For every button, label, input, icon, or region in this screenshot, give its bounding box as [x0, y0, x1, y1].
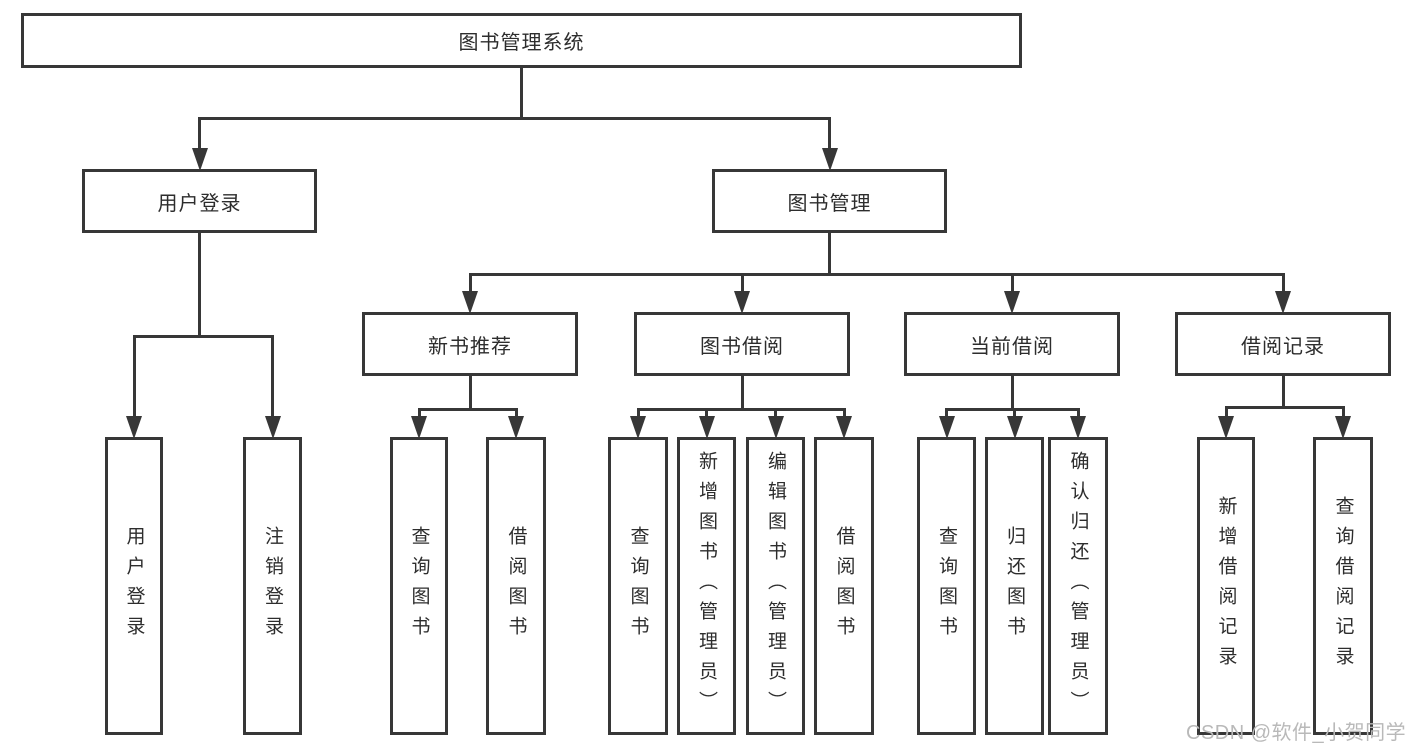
arrow-down-icon	[836, 416, 852, 439]
connector-drop	[417, 408, 421, 418]
arrow-down-icon	[264, 416, 281, 439]
connector-rail	[945, 408, 1080, 411]
node-box-br-add: 新增借阅记录	[1197, 437, 1255, 735]
node-label-bb-query: 查询图书	[627, 526, 649, 646]
node-box-cb-query: 查询图书	[917, 437, 976, 735]
node-box-root: 图书管理系统	[21, 13, 1022, 68]
connector-stem	[740, 376, 744, 411]
connector-drop	[1013, 408, 1016, 418]
arrow-down-icon	[767, 416, 784, 439]
connector-drop	[705, 408, 708, 418]
node-box-bb-add: 新增图书（管理员）	[677, 437, 736, 735]
connector-drop	[1010, 273, 1014, 293]
node-label-bb-edit: 编辑图书（管理员）	[765, 451, 786, 721]
node-box-bb-query: 查询图书	[608, 437, 668, 735]
watermark: CSDN @软件_小贺同学	[1186, 722, 1405, 744]
node-label-curr-borrow: 当前借阅	[970, 335, 1054, 358]
arrow-down-icon	[821, 148, 838, 171]
connector-rail	[417, 408, 518, 411]
node-box-br-query: 查询借阅记录	[1313, 437, 1373, 735]
arrow-down-icon	[698, 416, 715, 439]
connector-drop	[468, 273, 472, 293]
arrow-down-icon	[508, 416, 524, 439]
node-box-curr-borrow: 当前借阅	[904, 312, 1120, 376]
node-label-br-query: 查询借阅记录	[1332, 496, 1354, 676]
connector-drop	[1341, 406, 1345, 418]
connector-stem	[828, 233, 831, 276]
node-box-cb-confirm: 确认归还（管理员）	[1048, 437, 1108, 735]
arrow-down-icon	[191, 148, 208, 171]
arrow-down-icon	[1006, 416, 1023, 439]
connector-stem	[468, 376, 472, 411]
node-box-bb-borrow: 借阅图书	[814, 437, 874, 735]
connector-drop	[132, 335, 136, 418]
node-label-book-borrow: 图书借阅	[700, 335, 784, 358]
node-box-new-rec: 新书推荐	[362, 312, 578, 376]
connector-drop	[1281, 273, 1285, 293]
connector-drop	[514, 408, 518, 418]
connector-drop	[945, 408, 948, 418]
node-box-borrow-rec: 借阅记录	[1175, 312, 1391, 376]
node-box-nr-borrow: 借阅图书	[486, 437, 546, 735]
node-box-leaf-login: 用户登录	[105, 437, 163, 735]
node-label-cb-query: 查询图书	[936, 526, 957, 646]
node-label-leaf-login: 用户登录	[123, 526, 145, 646]
connector-rail	[1224, 406, 1345, 409]
node-box-user-login: 用户登录	[82, 169, 317, 233]
node-label-new-rec: 新书推荐	[428, 335, 512, 358]
node-box-book-borrow: 图书借阅	[634, 312, 850, 376]
connector-rail	[198, 117, 831, 120]
arrow-down-icon	[734, 291, 750, 314]
node-label-bb-borrow: 借阅图书	[833, 526, 855, 646]
node-box-nr-query: 查询图书	[390, 437, 448, 735]
node-label-leaf-logout: 注销登录	[262, 526, 283, 646]
node-label-cb-return: 归还图书	[1004, 526, 1025, 646]
arrow-down-icon	[938, 416, 955, 439]
connector-rail	[468, 273, 1285, 276]
connector-stem	[520, 68, 523, 120]
node-box-cb-return: 归还图书	[985, 437, 1044, 735]
arrow-down-icon	[126, 416, 142, 439]
arrow-down-icon	[630, 416, 646, 439]
node-label-br-add: 新增借阅记录	[1215, 496, 1237, 676]
node-label-nr-query: 查询图书	[408, 526, 430, 646]
connector-rail	[636, 408, 846, 411]
connector-drop	[1076, 408, 1080, 418]
node-label-borrow-rec: 借阅记录	[1241, 335, 1325, 358]
connector-drop	[774, 408, 777, 418]
node-label-bb-add: 新增图书（管理员）	[696, 451, 717, 721]
node-box-book-mgmt: 图书管理	[712, 169, 947, 233]
connector-stem	[198, 233, 201, 338]
arrow-down-icon	[1275, 291, 1291, 314]
connector-stem	[1010, 376, 1014, 411]
node-label-book-mgmt: 图书管理	[787, 192, 872, 215]
connector-drop	[1224, 406, 1228, 418]
connector-rail	[132, 335, 274, 338]
connector-drop	[740, 273, 744, 293]
connector-stem	[1281, 376, 1285, 409]
node-box-leaf-logout: 注销登录	[243, 437, 302, 735]
connector-drop	[828, 117, 831, 150]
arrow-down-icon	[411, 416, 427, 439]
arrow-down-icon	[1070, 416, 1086, 439]
arrow-down-icon	[1004, 291, 1020, 314]
node-label-user-login: 用户登录	[157, 192, 242, 215]
node-box-bb-edit: 编辑图书（管理员）	[746, 437, 805, 735]
connector-drop	[271, 335, 274, 418]
arrow-down-icon	[462, 291, 478, 314]
connector-drop	[198, 117, 201, 150]
connector-drop	[636, 408, 640, 418]
arrow-down-icon	[1335, 416, 1351, 439]
connector-drop	[842, 408, 846, 418]
node-label-cb-confirm: 确认归还（管理员）	[1067, 451, 1089, 721]
arrow-down-icon	[1218, 416, 1234, 439]
node-label-nr-borrow: 借阅图书	[505, 526, 527, 646]
node-label-root: 图书管理系统	[458, 32, 585, 54]
